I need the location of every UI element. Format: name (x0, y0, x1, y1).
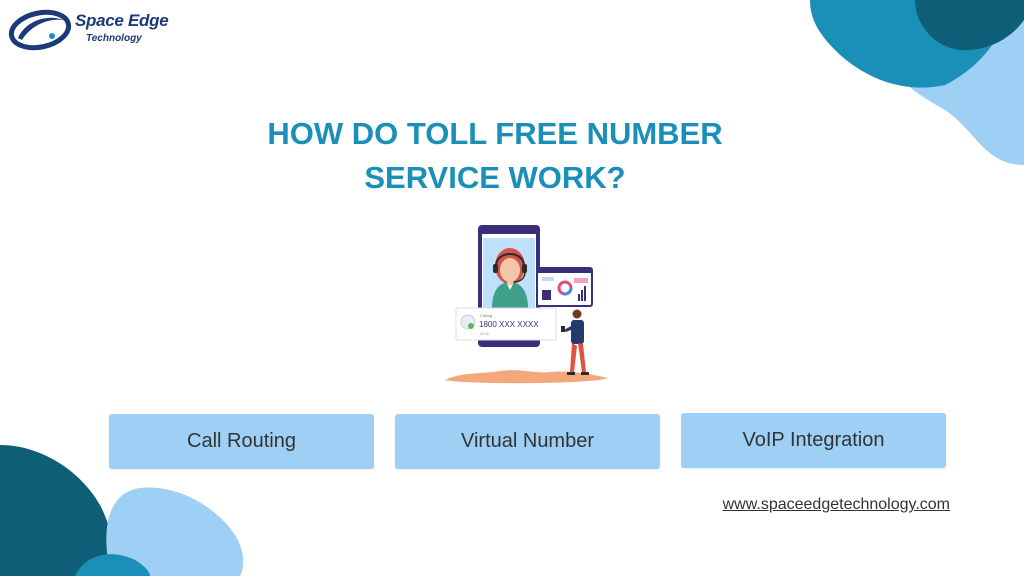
brand-logo[interactable]: Space Edge Technology (8, 8, 188, 52)
service-card-call-routing[interactable]: Call Routing (109, 414, 374, 469)
brand-tagline: Technology (86, 33, 142, 44)
bottom-left-light-blob (106, 487, 244, 576)
person-with-phone-icon (561, 309, 589, 375)
title-line-1: HOW DO TOLL FREE NUMBER (267, 116, 723, 151)
service-card-virtual-number[interactable]: Virtual Number (395, 414, 660, 469)
swirl-logo-icon (8, 9, 72, 51)
calling-label: Calling (480, 313, 492, 318)
calling-card: Calling 1800 XXX XXXX 00:15 (455, 307, 557, 341)
top-right-dark-blob (915, 0, 1024, 51)
title-line-2: SERVICE WORK? (364, 160, 626, 195)
bottom-left-dark-blob (0, 445, 120, 576)
page-title: HOW DO TOLL FREE NUMBER SERVICE WORK? (190, 112, 800, 200)
toll-free-number: 1800 XXX XXXX (479, 320, 539, 329)
call-timer: 00:15 (480, 332, 489, 336)
bottom-left-mid-blob (75, 554, 150, 576)
dashboard-icon (536, 267, 593, 307)
service-card-voip-integration[interactable]: VoIP Integration (681, 413, 946, 468)
website-link[interactable]: www.spaceedgetechnology.com (722, 496, 950, 513)
headset-agent-icon (492, 248, 528, 308)
toll-free-illustration: Calling 1800 XXX XXXX 00:15 (445, 225, 608, 384)
brand-name: Space Edge (75, 11, 169, 30)
